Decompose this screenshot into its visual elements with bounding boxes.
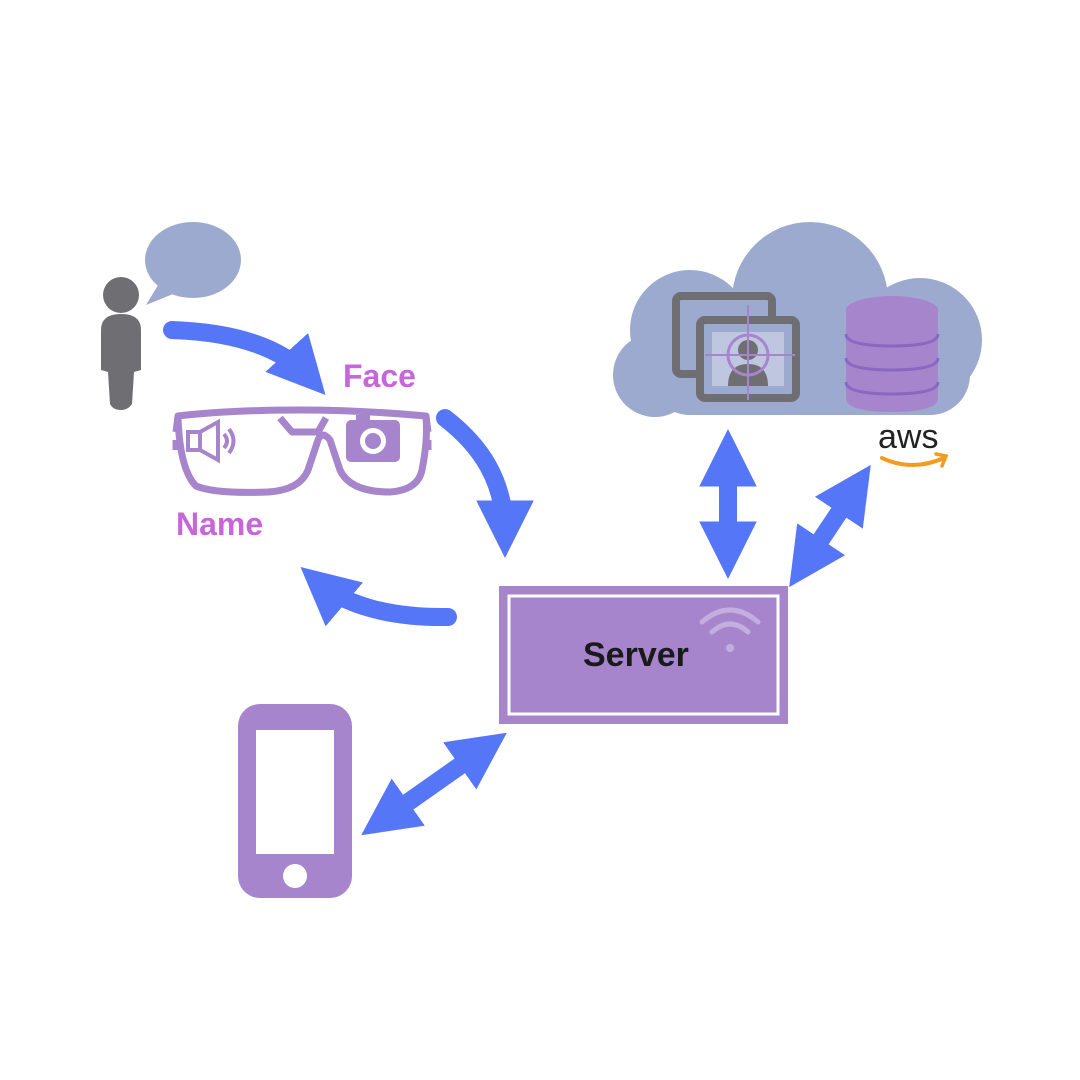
arrow-server-to-glasses — [300, 567, 457, 627]
database-icon — [844, 296, 940, 412]
arrow-glasses-to-server — [436, 409, 534, 559]
server-label: Server — [583, 636, 689, 674]
face-recognition-icon — [672, 292, 800, 402]
smartphone-icon — [238, 704, 352, 898]
wifi-icon — [699, 607, 761, 652]
speech-bubble-icon — [145, 222, 241, 305]
arrow-aws-server-diagonal — [789, 464, 871, 588]
face-label: Face — [343, 358, 416, 394]
aws-label: aws — [878, 418, 939, 456]
camera-icon — [346, 415, 400, 462]
arrow-phone-server — [361, 732, 507, 836]
smart-glasses-icon — [172, 406, 432, 496]
arrow-person-to-glasses — [163, 321, 326, 396]
person-icon — [101, 277, 141, 410]
speaker-icon — [186, 418, 236, 464]
name-label: Name — [176, 506, 264, 542]
aws-logo — [880, 452, 949, 468]
